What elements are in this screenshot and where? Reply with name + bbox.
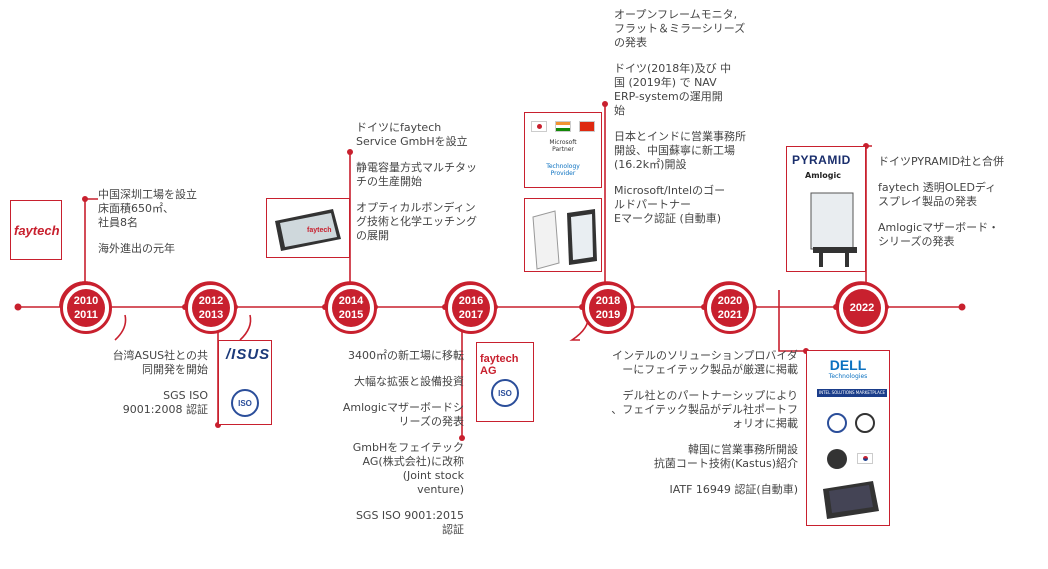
globe-icon — [827, 449, 847, 469]
milestone-2010-2011: 2010 2011 — [60, 282, 112, 334]
event-text: faytech 透明OLEDディ スプレイ製品の発表 — [878, 181, 997, 208]
event-text: 海外進出の元年 — [98, 242, 175, 255]
events-2016-bottom: 3400㎡の新工場に移転 大幅な拡張と設備投資 Amlogicマザーボードシ リ… — [286, 349, 464, 549]
dell-logo: DELL — [829, 357, 867, 373]
event-text: 静電容量方式マルチタッ チの生産開始 — [356, 161, 477, 188]
rugged-tablet-icon — [823, 481, 879, 519]
event-text: SGS ISO 9001:2015 認証 — [355, 509, 464, 536]
event-text: デル社とのパートナーシップにより 、フェイテック製品がデル社ポートフ ォリオに掲… — [611, 389, 798, 430]
milestone-year-top: 2018 — [595, 295, 621, 307]
milestone-year-bottom: 2019 — [595, 309, 621, 321]
antibacterial-icon — [855, 413, 875, 433]
event-text: Amlogicマザーボードシ リーズの発表 — [342, 401, 464, 428]
event-text: GmbHをフェイテック AG(株式会社)に改称 (Joint stock ven… — [352, 441, 464, 496]
milestone-2018-2019: 2018 2019 — [582, 282, 634, 334]
milestone-2014-2015: 2014 2015 — [325, 282, 377, 334]
milestone-2022: 2022 — [836, 282, 888, 334]
event-text: ドイツ(2018年)及び 中 国 (2019年) で NAV ERP-syste… — [614, 62, 732, 117]
china-flag-icon — [579, 121, 595, 132]
asus-logo: /ISUS — [226, 346, 271, 363]
milestone-year-bottom: 2015 — [338, 309, 364, 321]
dell-partner-box: DELL Technologies INTEL SOLUTIONS MARKET… — [806, 350, 890, 526]
monitor-product-box — [524, 198, 602, 272]
event-text: 台湾ASUS社との共 同開発を開始 — [112, 349, 208, 376]
event-text: 中国深圳工場を設立 床面積650㎡、 社員8名 — [98, 188, 197, 229]
events-2022-top: ドイツPYRAMID社と合併 faytech 透明OLEDディ スプレイ製品の発… — [878, 155, 1046, 261]
pyramid-amlogic-box: PYRAMID Amlogic — [786, 146, 866, 272]
events-2014-top: ドイツにfaytech Service GmbHを設立 静電容量方式マルチタッ … — [356, 121, 521, 255]
milestone-year-bottom: 2013 — [198, 309, 224, 321]
faytech-logo: faytech — [14, 223, 60, 238]
tablet-screen-text: faytech — [307, 227, 332, 234]
tablet-device-icon: faytech — [275, 209, 341, 251]
milestone-2020-2021: 2020 2021 — [704, 282, 756, 334]
milestone-year-top: 2016 — [458, 295, 484, 307]
event-text: 日本とインドに営業事務所 開設、中国蘇寧に新工場 (16.2k㎡)開設 — [614, 130, 746, 171]
event-text: オープンフレームモニタ, フラット＆ミラーシリーズ の発表 — [614, 8, 746, 49]
event-text: インテルのソリューションプロバイダ ーにフェイテック製品が厳選に掲載 — [611, 349, 798, 376]
event-text: 大幅な拡張と設備投資 — [354, 375, 464, 388]
milestone-year-bottom: 2011 — [74, 309, 98, 321]
milestone-year-top: 2014 — [338, 295, 364, 307]
intel-provider-logo: Technology Provider — [546, 163, 580, 177]
milestone-year-bottom: 2017 — [458, 309, 484, 321]
microsoft-partner-logo: Microsoft Partner — [549, 139, 577, 153]
event-text: 韓国に営業事務所開設 抗菌コート技術(Kastus)紹介 — [653, 443, 798, 470]
faytech-ag-logo-box: faytech AG ISO — [476, 342, 534, 422]
event-text: IATF 16949 認証(自動車) — [669, 483, 798, 496]
intel-marketplace-banner: INTEL SOLUTIONS MARKETPLACE — [817, 389, 887, 397]
event-text: ドイツにfaytech Service GmbHを設立 — [356, 121, 468, 148]
monitor-device-icon — [532, 209, 597, 270]
milestone-2016-2017: 2016 2017 — [445, 282, 497, 334]
tablet-product-box: faytech — [266, 198, 350, 258]
iso-certified-icon: ISO — [491, 379, 519, 407]
oled-display-icon — [810, 192, 857, 267]
amlogic-logo: Amlogic — [805, 171, 841, 180]
event-text: SGS ISO 9001:2008 認証 — [122, 389, 208, 416]
dell-technologies-label: Technologies — [828, 373, 868, 380]
asus-iso-logo-box: /ISUS ISO — [218, 340, 272, 425]
india-flag-icon — [555, 121, 571, 132]
event-text: 3400㎡の新工場に移転 — [348, 349, 464, 362]
iatf-badge-icon — [827, 413, 847, 433]
event-text: Amlogicマザーボード・ シリーズの発表 — [878, 221, 1000, 248]
pyramid-logo: PYRAMID — [792, 153, 851, 167]
events-2012-bottom: 台湾ASUS社との共 同開発を開始 SGS ISO 9001:2008 認証 — [40, 349, 208, 429]
japan-flag-icon — [531, 121, 547, 132]
event-text: ドイツPYRAMID社と合併 — [878, 155, 1005, 168]
faytech-logo-box: faytech — [10, 200, 62, 260]
events-2020-bottom: インテルのソリューションプロバイダ ーにフェイテック製品が厳選に掲載 デル社との… — [570, 349, 798, 509]
events-2018-top: オープンフレームモニタ, フラット＆ミラーシリーズ の発表 ドイツ(2018年)… — [614, 8, 789, 238]
milestone-year-top: 2022 — [849, 302, 875, 314]
milestone-year-top: 2012 — [198, 295, 224, 307]
event-text: Microsoft/Intelのゴー ルドパートナー Eマーク認証 (自動車) — [614, 184, 726, 225]
faytech-ag-logo: faytech AG — [480, 353, 519, 377]
milestone-year-top: 2010 — [73, 295, 99, 307]
partner-logos-box: Microsoft Partner Technology Provider — [524, 112, 602, 188]
korea-flag-icon — [857, 453, 873, 464]
milestone-year-top: 2020 — [717, 295, 743, 307]
milestone-2012-2013: 2012 2013 — [185, 282, 237, 334]
event-text: オプティカルボンディン グ技術と化学エッチング の展開 — [356, 201, 477, 242]
events-2010-top: 中国深圳工場を設立 床面積650㎡、 社員8名 海外進出の元年 — [98, 188, 233, 268]
milestone-year-bottom: 2021 — [717, 309, 743, 321]
iso-certified-icon: ISO — [231, 389, 259, 417]
